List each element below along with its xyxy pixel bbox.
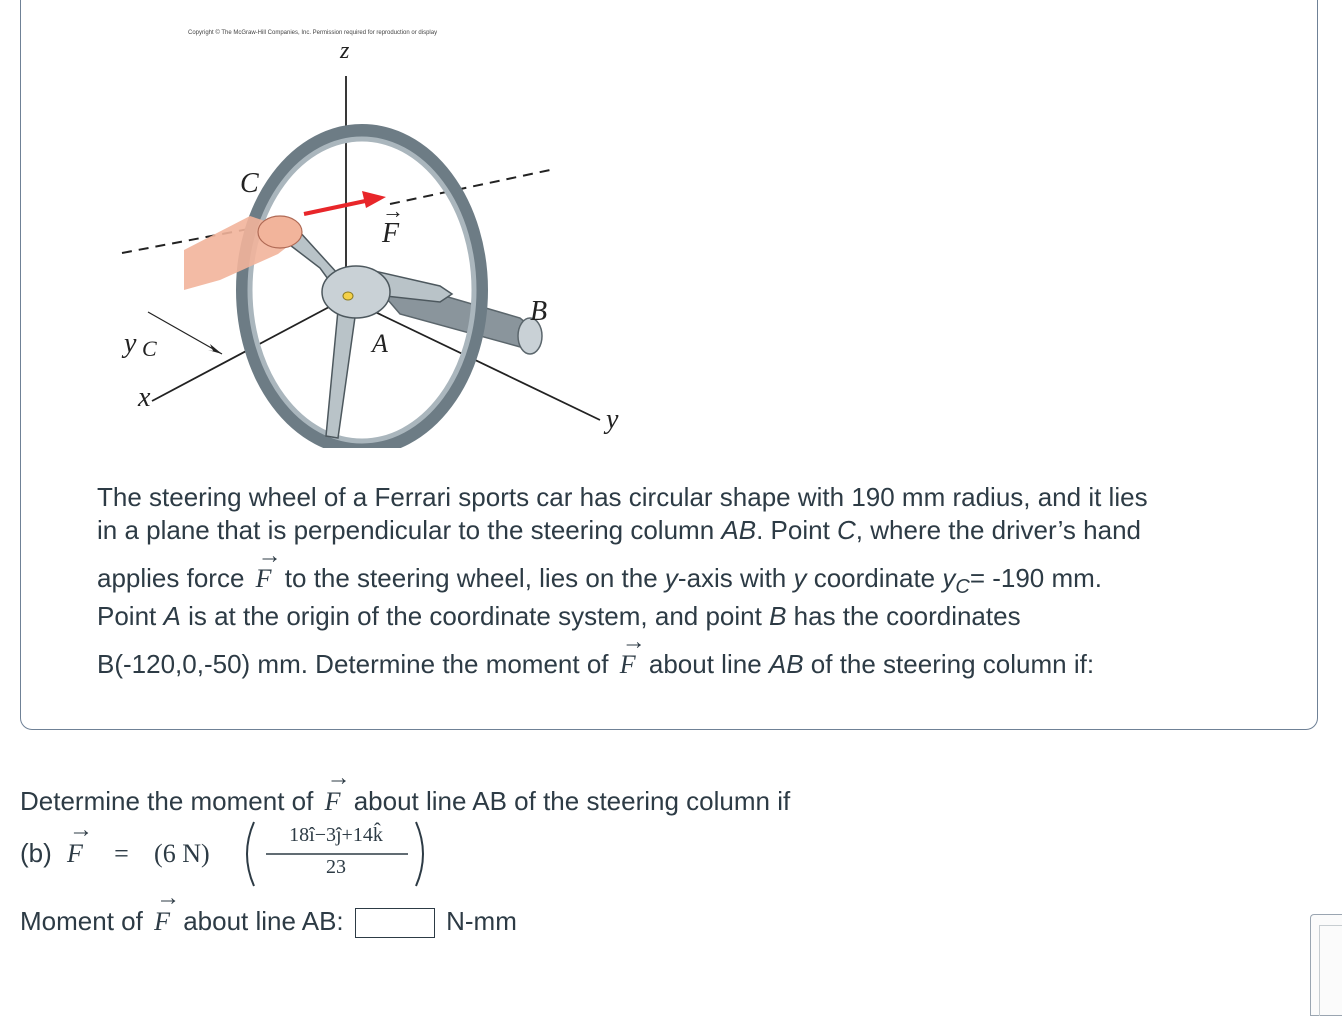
problem-card: [20, 0, 1318, 730]
steering-wheel-figure: Copyright © The McGraw-Hill Companies, I…: [121, 29, 619, 448]
dashed-line-c: [121, 222, 281, 254]
label-x: x: [137, 382, 151, 413]
force-symbol: →F: [67, 817, 94, 868]
label-b: B: [530, 296, 547, 327]
equals-sign: =: [114, 839, 129, 868]
wheel-rim-outer: [236, 124, 488, 448]
yc-dimension-line: [147, 311, 223, 355]
label-c: C: [240, 168, 259, 199]
spoke-bottom: [325, 309, 357, 439]
statement-line-1: The steering wheel of a Ferrari sports c…: [97, 482, 1148, 512]
label-yc: y: [121, 328, 137, 359]
hub-logo: [342, 291, 354, 301]
question-intro: Determine the moment of →F about line AB…: [20, 765, 791, 816]
force-arrow-line: [303, 198, 371, 216]
label-z: z: [339, 38, 350, 64]
part-label: (b): [20, 838, 52, 868]
label-y: y: [603, 404, 619, 435]
force-symbol: →F: [324, 765, 351, 816]
side-panel-edge[interactable]: [1310, 914, 1342, 1016]
moment-answer-input[interactable]: [354, 908, 435, 939]
force-definition: (b) →F = (6 N): [20, 817, 210, 869]
label-f-arrow: →: [382, 198, 404, 223]
statement-line-3: applies force →F to the steering wheel, …: [97, 543, 1103, 598]
answer-row: Moment of →F about line AB: N-mm: [20, 885, 517, 939]
dashed-line-f: [389, 169, 551, 205]
force-symbol: →F: [154, 885, 181, 936]
unit-label: N-mm: [446, 906, 517, 936]
fraction-denominator: 23: [326, 856, 346, 878]
force-arrowhead: [362, 191, 386, 208]
statement-line-4: Point A is at the origin of the coordina…: [97, 601, 1021, 631]
hand: [257, 215, 303, 249]
force-symbol: →F: [255, 543, 282, 593]
column-end: [517, 317, 543, 355]
statement-line-5: B(-120,0,-50) mm. Determine the moment o…: [97, 629, 1095, 679]
magnitude: (6 N): [154, 839, 210, 868]
label-a: A: [370, 329, 388, 358]
wheel-rim-inner: [247, 136, 477, 444]
label-yc-sub: C: [142, 336, 157, 361]
yc-arrowhead: [208, 344, 222, 354]
force-symbol: →F: [619, 629, 646, 679]
label-f: F: [381, 218, 400, 249]
statement-line-2: in a plane that is perpendicular to the …: [97, 515, 1141, 545]
fraction-numerator: 18î−3ĵ+14k̂: [289, 824, 383, 846]
copyright-text: Copyright © The McGraw-Hill Companies, I…: [188, 29, 437, 36]
fraction-parens: [246, 821, 424, 887]
hub: [321, 265, 391, 319]
